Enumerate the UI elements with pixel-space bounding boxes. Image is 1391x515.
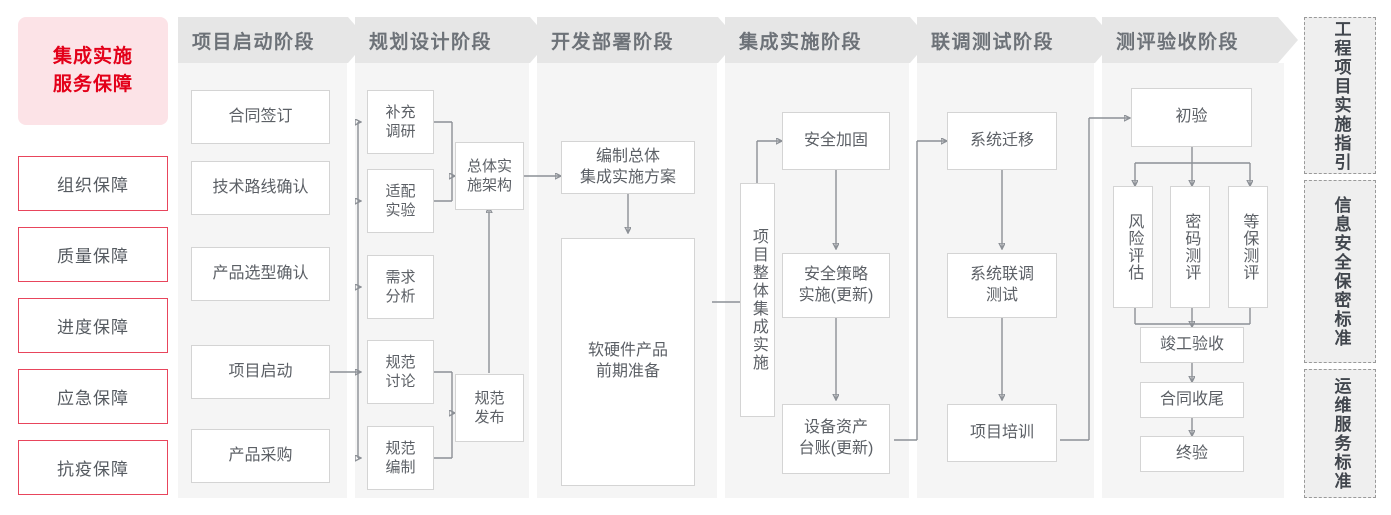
node-label: 规范 编制 bbox=[385, 439, 416, 477]
stage-header-label: 开发部署阶段 bbox=[551, 31, 675, 53]
node-label: 软硬件产品 前期准备 bbox=[587, 342, 668, 380]
stage-header-5[interactable]: 联调测试阶段 bbox=[917, 17, 1115, 63]
guarantee-label: 进度保障 bbox=[57, 318, 129, 337]
node-label: 总体实 施架构 bbox=[466, 157, 512, 195]
stage-header-label: 测评验收阶段 bbox=[1116, 31, 1240, 53]
stage-header-3[interactable]: 开发部署阶段 bbox=[537, 17, 738, 63]
node-spec-drafting[interactable]: 规范 编制 bbox=[367, 426, 434, 490]
node-security-policy-implementation[interactable]: 安全策略 实施(更新) bbox=[782, 253, 890, 318]
node-label: 等保测评 bbox=[1240, 213, 1258, 281]
node-label: 系统迁移 bbox=[969, 131, 1034, 149]
node-label: 项目培训 bbox=[969, 423, 1034, 441]
node-requirement-analysis[interactable]: 需求 分析 bbox=[367, 255, 434, 319]
node-preliminary-acceptance[interactable]: 初验 bbox=[1131, 88, 1252, 147]
node-label: 项目整体集成实施 bbox=[749, 228, 767, 372]
reference-label: 运维服务标准 bbox=[1331, 376, 1351, 491]
guarantee-item-quality[interactable]: 质量保障 bbox=[18, 227, 168, 282]
stage-header-4[interactable]: 集成实施阶段 bbox=[725, 17, 930, 63]
node-label: 技术路线确认 bbox=[212, 178, 309, 196]
stage-header-label: 联调测试阶段 bbox=[931, 31, 1055, 53]
guarantee-item-schedule[interactable]: 进度保障 bbox=[18, 298, 168, 353]
reference-ops-service-standard[interactable]: 运维服务标准 bbox=[1304, 369, 1376, 498]
node-completion-acceptance[interactable]: 竣工验收 bbox=[1140, 327, 1244, 363]
node-label: 合同收尾 bbox=[1159, 390, 1224, 408]
node-label: 安全策略 实施(更新) bbox=[798, 265, 874, 304]
node-label: 竣工验收 bbox=[1159, 335, 1224, 353]
node-spec-discussion[interactable]: 规范 讨论 bbox=[367, 340, 434, 404]
guarantee-item-organization[interactable]: 组织保障 bbox=[18, 156, 168, 211]
reference-information-security-standard[interactable]: 信息安全保密标准 bbox=[1304, 180, 1376, 363]
node-label: 编制总体 集成实施方案 bbox=[579, 147, 676, 186]
reference-label: 信息安全保密标准 bbox=[1331, 195, 1351, 348]
node-label: 项目启动 bbox=[228, 362, 293, 380]
stage-header-1[interactable]: 项目启动阶段 bbox=[178, 17, 368, 63]
node-label: 安全加固 bbox=[803, 131, 868, 149]
node-spec-release[interactable]: 规范 发布 bbox=[455, 374, 524, 442]
reference-label: 工程项目实施指引 bbox=[1331, 19, 1351, 172]
node-project-kickoff[interactable]: 项目启动 bbox=[191, 345, 330, 399]
node-equipment-asset-ledger[interactable]: 设备资产 台账(更新) bbox=[782, 404, 890, 474]
node-overall-project-integration[interactable]: 项目整体集成实施 bbox=[740, 183, 775, 417]
node-final-acceptance[interactable]: 终验 bbox=[1140, 436, 1244, 472]
guarantee-label: 抗疫保障 bbox=[57, 460, 129, 479]
guarantee-label: 质量保障 bbox=[57, 247, 129, 266]
master-title-line1: 集成实施 bbox=[52, 46, 133, 68]
stage-header-label: 集成实施阶段 bbox=[739, 31, 863, 53]
node-hardware-software-preparation[interactable]: 软硬件产品 前期准备 bbox=[561, 238, 695, 486]
node-label: 补充 调研 bbox=[385, 103, 416, 141]
stage-header-label: 规划设计阶段 bbox=[369, 31, 493, 53]
node-label: 系统联调 测试 bbox=[969, 265, 1034, 304]
node-product-selection-confirm[interactable]: 产品选型确认 bbox=[191, 247, 330, 301]
node-overall-implementation-architecture[interactable]: 总体实 施架构 bbox=[455, 142, 524, 210]
node-mlps-evaluation[interactable]: 等保测评 bbox=[1228, 186, 1268, 308]
node-label: 适配 实验 bbox=[385, 182, 416, 220]
stage-header-label: 项目启动阶段 bbox=[192, 31, 316, 53]
node-security-hardening[interactable]: 安全加固 bbox=[782, 112, 890, 170]
node-label: 产品采购 bbox=[228, 446, 293, 464]
node-draft-overall-integration-plan[interactable]: 编制总体 集成实施方案 bbox=[561, 141, 695, 194]
node-label: 密码测评 bbox=[1182, 213, 1200, 281]
node-label: 初验 bbox=[1175, 108, 1208, 126]
guarantee-item-epidemic[interactable]: 抗疫保障 bbox=[18, 440, 168, 495]
node-contract-closeout[interactable]: 合同收尾 bbox=[1140, 382, 1244, 418]
node-label: 风险评估 bbox=[1125, 213, 1143, 281]
node-label: 规范 讨论 bbox=[385, 353, 416, 391]
node-label: 设备资产 台账(更新) bbox=[798, 419, 874, 457]
node-tech-route-confirm[interactable]: 技术路线确认 bbox=[191, 161, 330, 215]
node-product-procurement[interactable]: 产品采购 bbox=[191, 429, 330, 483]
master-title-block: 集成实施 服务保障 bbox=[18, 17, 168, 125]
node-supplementary-research[interactable]: 补充 调研 bbox=[367, 90, 434, 154]
node-risk-assessment[interactable]: 风险评估 bbox=[1113, 186, 1153, 308]
node-adaptation-experiment[interactable]: 适配 实验 bbox=[367, 169, 434, 233]
guarantee-label: 组织保障 bbox=[57, 176, 129, 195]
stage-header-6[interactable]: 测评验收阶段 bbox=[1102, 17, 1298, 63]
node-label: 产品选型确认 bbox=[212, 264, 309, 282]
reference-engineering-project-guideline[interactable]: 工程项目实施指引 bbox=[1304, 17, 1376, 174]
node-system-migration[interactable]: 系统迁移 bbox=[947, 112, 1057, 170]
node-label: 终验 bbox=[1175, 444, 1208, 462]
node-label: 规范 发布 bbox=[474, 389, 505, 427]
node-system-joint-debug-test[interactable]: 系统联调 测试 bbox=[947, 253, 1057, 318]
stage-header-2[interactable]: 规划设计阶段 bbox=[355, 17, 550, 63]
node-contract-signing[interactable]: 合同签订 bbox=[191, 90, 330, 144]
node-crypto-evaluation[interactable]: 密码测评 bbox=[1170, 186, 1210, 308]
guarantee-label: 应急保障 bbox=[57, 389, 129, 408]
node-project-training[interactable]: 项目培训 bbox=[947, 404, 1057, 462]
master-title-line2: 服务保障 bbox=[52, 74, 133, 95]
guarantee-item-emergency[interactable]: 应急保障 bbox=[18, 369, 168, 424]
node-label: 合同签订 bbox=[228, 107, 293, 125]
node-label: 需求 分析 bbox=[385, 268, 416, 306]
